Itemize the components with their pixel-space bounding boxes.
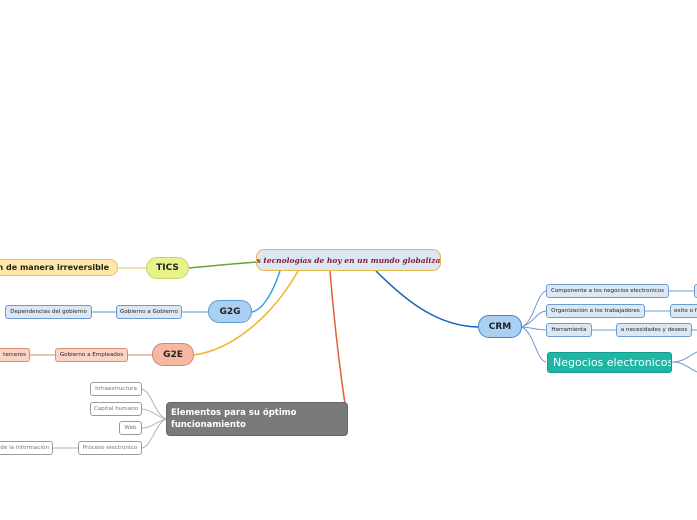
elementos-grandchild-informacion[interactable]: de la información (0, 441, 53, 455)
connector-g2g (251, 270, 281, 313)
branch-g2g[interactable]: G2G (208, 300, 252, 323)
connector-elementos (329, 270, 346, 405)
elementos-child-infraestructura[interactable]: Infraestructura (90, 382, 142, 396)
g2e-child-gobierno-a-empleados[interactable]: Gobierno a Empleados (55, 348, 128, 362)
connector-el-4 (141, 418, 167, 449)
branch-g2e[interactable]: G2E (152, 343, 194, 366)
elementos-child-capital-humano[interactable]: Capital humano (90, 402, 142, 416)
crm-child-negocios-electronicos[interactable]: Negocios electronicos (547, 352, 672, 373)
connector-crm (375, 270, 479, 328)
connector-el-1 (141, 388, 167, 420)
g2g-child-dependencias[interactable]: Dependencias del gobierno (5, 305, 92, 319)
crm-child-componente[interactable]: Componente a los negocios electronicos (546, 284, 669, 298)
branch-elementos[interactable]: Elementos para su óptimo funcionamiento (166, 402, 348, 436)
connector-crm-1 (521, 290, 547, 328)
connector-crm-4 (521, 326, 547, 363)
branch-crm[interactable]: CRM (478, 315, 522, 338)
connector-negocios (671, 351, 697, 363)
branch-tics[interactable]: TICS (146, 257, 189, 279)
elementos-child-proceso-electronico[interactable]: Proceso electronico (78, 441, 142, 455)
crm-grandchild-exito[interactable]: exito o f (670, 304, 697, 318)
connector-g2e (193, 270, 299, 356)
connector-crm-2 (521, 310, 547, 328)
crm-grandchild-necesidades[interactable]: a necesidades y deseos (616, 323, 692, 337)
crm-child-herramienta[interactable]: Herramienta (546, 323, 592, 337)
g2g-child-gobierno-a-gobierno[interactable]: Gobierno a Gobierno (116, 305, 182, 319)
connector-el-3 (141, 418, 167, 429)
central-topic[interactable]: Las tecnologías de hoy en un mundo globa… (256, 249, 441, 271)
elementos-child-web[interactable]: Web (119, 421, 142, 435)
connector-negocios-2 (671, 361, 697, 373)
g2e-child-terceros[interactable]: terceros (0, 348, 30, 362)
connector-tics (188, 261, 257, 269)
crm-grandchild-stub[interactable] (694, 284, 697, 298)
connector-el-2 (141, 408, 167, 420)
crm-child-organizacion[interactable]: Organización a los trabajadores (546, 304, 645, 318)
connector-crm-3 (521, 326, 547, 331)
tics-child-node[interactable]: ...can de manera irreversible (0, 259, 118, 276)
